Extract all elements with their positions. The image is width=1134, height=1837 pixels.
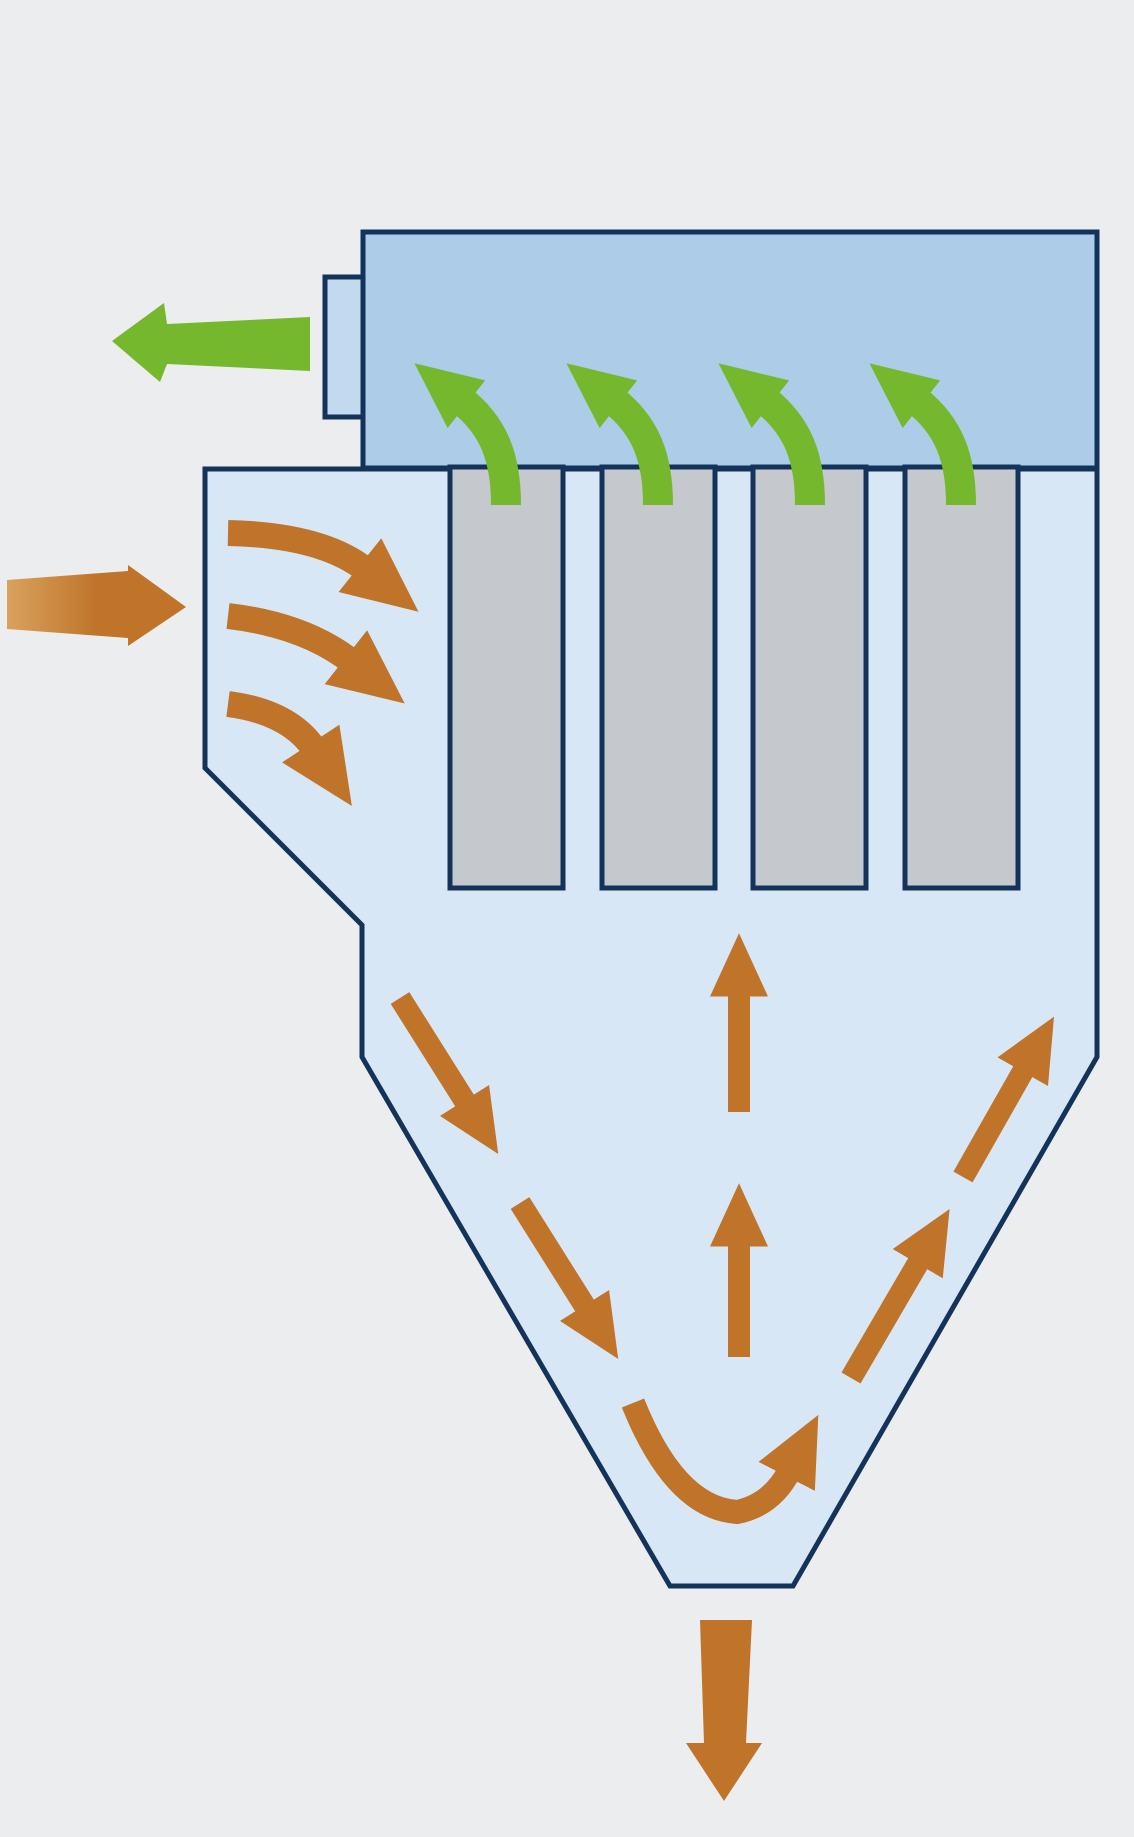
inlet-distribution-arrow-2-icon (226, 603, 405, 704)
filter-bag-2 (599, 464, 718, 891)
filter-bag-1 (447, 464, 566, 891)
clean-gas-exit-arrow-icon (112, 303, 310, 382)
dirty-gas-arrow-group (7, 520, 1055, 1801)
inlet-distribution-arrow-1-icon (227, 520, 419, 612)
clean-gas-arrow-group (112, 303, 976, 506)
dust-discharge-arrow-icon (686, 1620, 762, 1801)
hopper-right-wall-arrow-1-icon (841, 1208, 950, 1384)
clean-gas-plenum (360, 229, 1100, 471)
filter-bag-3 (750, 464, 869, 891)
hopper-right-wall-arrow-2-icon (953, 1016, 1055, 1183)
filter-bag-4 (902, 464, 1021, 891)
filter-bag-group (447, 464, 1021, 891)
hopper-left-wall-arrow-1-icon (390, 992, 499, 1155)
hopper-bounce-arrow-icon (621, 1398, 819, 1525)
hopper-left-wall-arrow-2-icon (510, 1197, 619, 1360)
collector-body (202, 466, 1100, 1589)
clean-gas-bag-arrow-2-icon (566, 363, 673, 506)
clean-gas-bag-arrow-4-icon (869, 363, 976, 506)
clean-gas-bag-arrow-3-icon (718, 363, 825, 506)
inlet-distribution-arrow-3-icon (226, 691, 352, 807)
clean-gas-bag-arrow-1-icon (414, 363, 521, 506)
dirty-gas-inlet-arrow-icon (7, 565, 186, 646)
